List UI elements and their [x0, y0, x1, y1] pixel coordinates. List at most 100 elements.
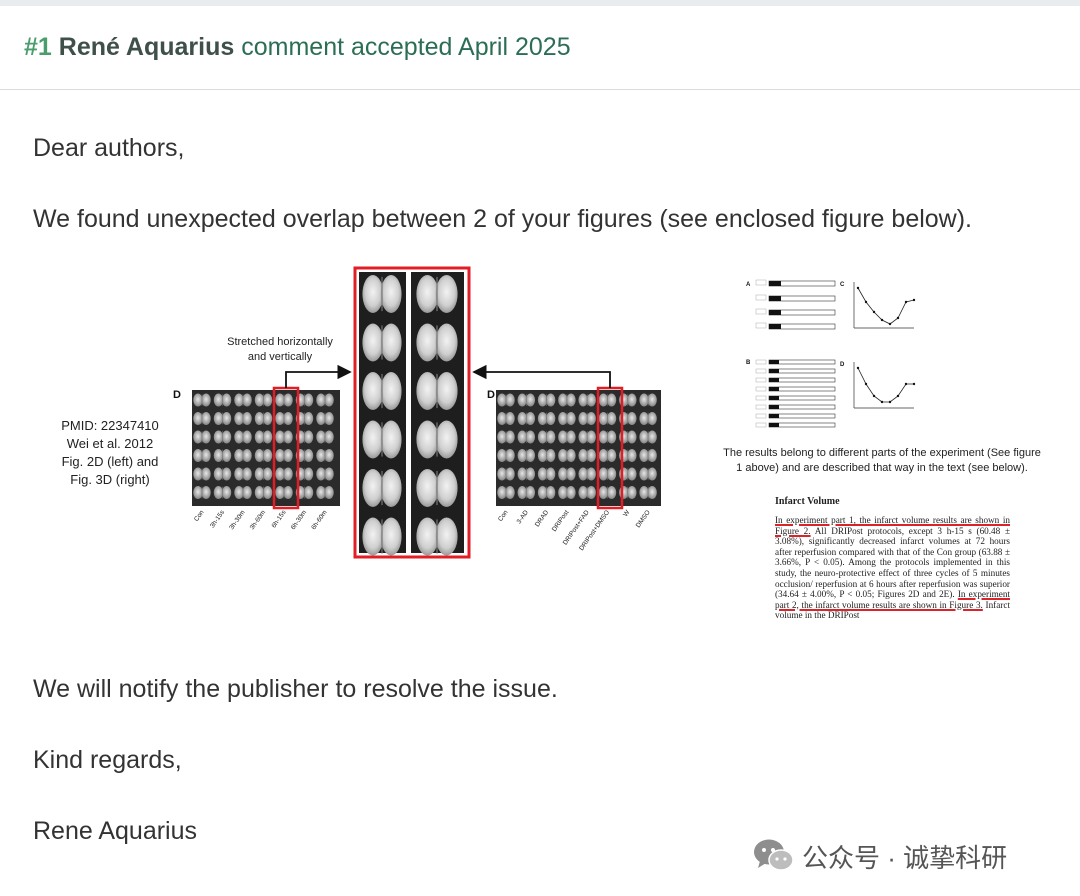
brain-slice [275, 467, 293, 481]
panel-letter-right: D [487, 389, 495, 401]
pmid-line: PMID: 22347410 [61, 418, 159, 433]
brain-slice [193, 486, 211, 499]
brain-slice-enlarged [416, 517, 458, 556]
group-label: 6h-60m [310, 509, 328, 531]
brain-slice [193, 393, 211, 407]
brain-slice [558, 486, 576, 499]
brain-slice [578, 393, 596, 407]
brain-slice [517, 393, 536, 407]
chart-panel-letter: C [840, 282, 845, 288]
brain-slice [497, 486, 515, 499]
brain-slice [275, 486, 293, 499]
brain-slice [213, 449, 232, 462]
greeting-text: Dear authors, [33, 134, 185, 162]
stretch-line: Stretched horizontally [227, 336, 333, 348]
brain-slice-enlarged [416, 323, 458, 362]
brain-slice [234, 486, 252, 499]
group-label: 6h-15s [271, 509, 289, 530]
brain-slice [517, 486, 536, 499]
brain-slice [578, 449, 596, 462]
protocol-label-box [755, 368, 767, 374]
article-part: Infarct volume in the DRIPost [775, 599, 1010, 621]
protocol-bar-fill [769, 281, 781, 286]
brain-slice [497, 430, 515, 444]
brain-slice [193, 412, 211, 425]
brain-slice [537, 486, 556, 499]
chart-point [872, 310, 876, 314]
brain-slice [497, 449, 515, 462]
chart-point [896, 316, 900, 320]
group-label: DRIPost [551, 509, 571, 533]
brain-slice [316, 393, 334, 407]
brain-slice [254, 449, 273, 462]
article-body: In experiment part 1, the infarct volume… [775, 515, 1010, 621]
brain-slice [254, 430, 273, 444]
comment-author[interactable]: René Aquarius [58, 33, 235, 61]
group-label: W [622, 508, 632, 518]
notify-text: We will notify the publisher to resolve … [33, 675, 558, 703]
brain-slice-enlarged [416, 372, 458, 410]
protocol-label-box [755, 395, 767, 401]
protocol-bar-fill [769, 396, 779, 400]
protocol-bar-fill [769, 324, 781, 329]
chart-point [888, 322, 892, 326]
chart-point [896, 394, 900, 398]
brain-slice [517, 430, 536, 444]
comment-header: #1 René Aquarius comment accepted April … [0, 6, 1080, 90]
brain-slice [295, 412, 314, 425]
panel-letter-left: D [173, 389, 181, 401]
protocol-label-box [755, 294, 767, 301]
brain-slice [578, 412, 596, 425]
brain-slice [639, 467, 657, 481]
brain-slice [497, 393, 515, 407]
brain-slice [598, 449, 617, 462]
protocol-bar-fill [769, 423, 779, 427]
chart-point [904, 300, 908, 304]
comment-number[interactable]: #1 [24, 33, 52, 61]
article-excerpt: Infarct Volume In experiment part 1, the… [775, 496, 1010, 621]
brain-slice [578, 467, 596, 481]
protocol-bar-fill [769, 414, 779, 418]
chart-panel-letter: A [746, 282, 751, 288]
brain-slice [234, 430, 252, 444]
brain-slice [234, 449, 252, 462]
brain-slice [254, 412, 273, 425]
group-label: DMSO [635, 509, 652, 529]
chart-point [856, 286, 860, 290]
brain-slice [578, 430, 596, 444]
pmid-line: Wei et al. 2012 [66, 436, 154, 451]
comment-status: comment accepted April 2025 [241, 33, 571, 61]
protocol-bar-fill [769, 405, 779, 409]
closing-text: Kind regards, [33, 746, 182, 774]
chart-point [912, 298, 916, 302]
brain-slice [213, 486, 232, 499]
arrow-right [472, 364, 611, 388]
article-part-underlined: In experiment part 2, the infarct volume… [775, 589, 1010, 610]
group-label: 3h-60m [249, 509, 267, 531]
group-label: Con [193, 509, 206, 523]
pmid-line: Fig. 3D (right) [70, 472, 150, 487]
brain-slice [558, 449, 576, 462]
protocol-bar-fill [769, 296, 781, 301]
protocol-label-box [755, 322, 767, 329]
brain-slice-enlarged [362, 323, 402, 362]
brain-slice [316, 412, 334, 425]
protocol-bar-fill [769, 310, 781, 315]
article-heading: Infarct Volume [775, 496, 840, 507]
chart-point [872, 394, 876, 398]
brain-slice [537, 393, 556, 407]
enlarged-column-right [411, 272, 464, 553]
brain-slice [639, 430, 657, 444]
brain-slice [497, 412, 515, 425]
brain-slice [558, 430, 576, 444]
brain-slice [537, 430, 556, 444]
brain-slice-enlarged [416, 420, 458, 459]
stretch-line: and vertically [247, 351, 313, 363]
protocol-bar-fill [769, 369, 779, 373]
brain-slice [254, 393, 273, 407]
brain-slice [639, 412, 657, 425]
brain-slice [639, 393, 657, 407]
brain-slice [234, 412, 252, 425]
